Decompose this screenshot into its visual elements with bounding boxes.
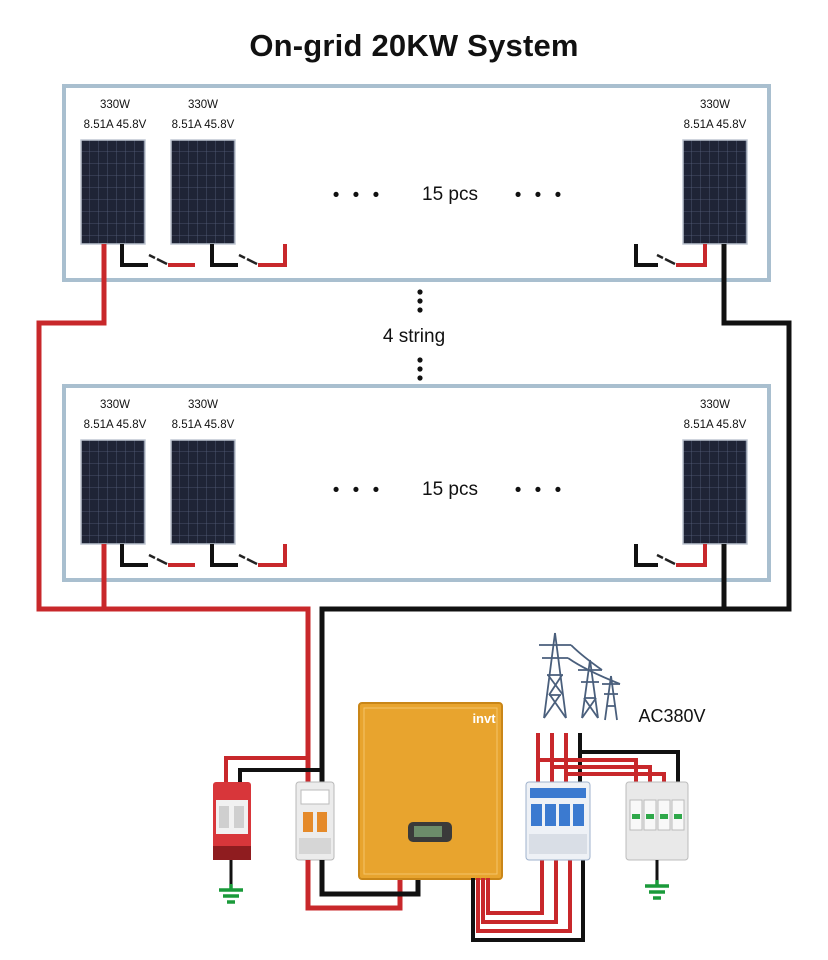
panel-spec-label: 8.51A 45.8V xyxy=(684,419,747,431)
array-frame-bottom xyxy=(62,384,771,582)
panel-spec-label: 8.51A 45.8V xyxy=(84,419,147,431)
panel-spec-label: 8.51A 45.8V xyxy=(84,119,147,131)
mc4-connector xyxy=(655,253,677,266)
vertical-ellipsis xyxy=(417,289,423,381)
mc4-connector xyxy=(237,253,259,266)
transmission-tower-icon xyxy=(539,632,621,721)
panel-count-label: 15 pcs xyxy=(422,479,478,500)
mc4-connector xyxy=(237,553,259,566)
dc-breaker xyxy=(295,781,335,861)
grid-feed-wires xyxy=(536,733,680,782)
strings-label: 4 string xyxy=(383,326,445,347)
diagram-title: On-grid 20KW System xyxy=(249,28,579,63)
inverter-brand-logo: invt xyxy=(472,711,496,726)
panel-wiring-top xyxy=(120,244,707,267)
dc-negative-wire xyxy=(319,244,792,782)
ac-surge-protector xyxy=(625,781,689,880)
panel-power-label: 330W xyxy=(100,399,130,411)
panel-wiring-bottom xyxy=(120,544,707,567)
panel-power-label: 330W xyxy=(188,399,218,411)
solar-panel xyxy=(170,439,236,545)
panel-spec-label: 8.51A 45.8V xyxy=(684,119,747,131)
solar-panel xyxy=(170,139,236,245)
inverter xyxy=(358,702,503,880)
array-frame-top xyxy=(62,84,771,282)
spd-wires xyxy=(224,756,322,782)
mc4-connector xyxy=(655,553,677,566)
solar-panel xyxy=(80,439,146,545)
dc-positive-wire xyxy=(36,244,311,782)
ellipsis: • • • xyxy=(515,185,566,206)
ground-icon xyxy=(645,880,669,900)
ellipsis: • • • xyxy=(333,480,384,501)
ellipsis: • • • xyxy=(515,480,566,501)
ac-breaker xyxy=(525,781,591,861)
panel-power-label: 330W xyxy=(188,99,218,111)
panel-count-label: 15 pcs xyxy=(422,184,478,205)
solar-panel xyxy=(682,139,748,245)
panel-power-label: 330W xyxy=(700,399,730,411)
grid-voltage-label: AC380V xyxy=(638,706,705,726)
ellipsis: • • • xyxy=(333,185,384,206)
panel-power-label: 330W xyxy=(100,99,130,111)
mc4-connector xyxy=(147,253,169,266)
panel-spec-label: 8.51A 45.8V xyxy=(172,119,235,131)
dc-surge-protector xyxy=(213,782,251,884)
panel-spec-label: 8.51A 45.8V xyxy=(172,419,235,431)
solar-panel xyxy=(682,439,748,545)
mc4-connector xyxy=(147,553,169,566)
ac-output-wires xyxy=(471,860,585,942)
solar-panel xyxy=(80,139,146,245)
ground-icon xyxy=(219,884,243,904)
inverter-dc-input xyxy=(305,860,421,911)
panel-power-label: 330W xyxy=(700,99,730,111)
